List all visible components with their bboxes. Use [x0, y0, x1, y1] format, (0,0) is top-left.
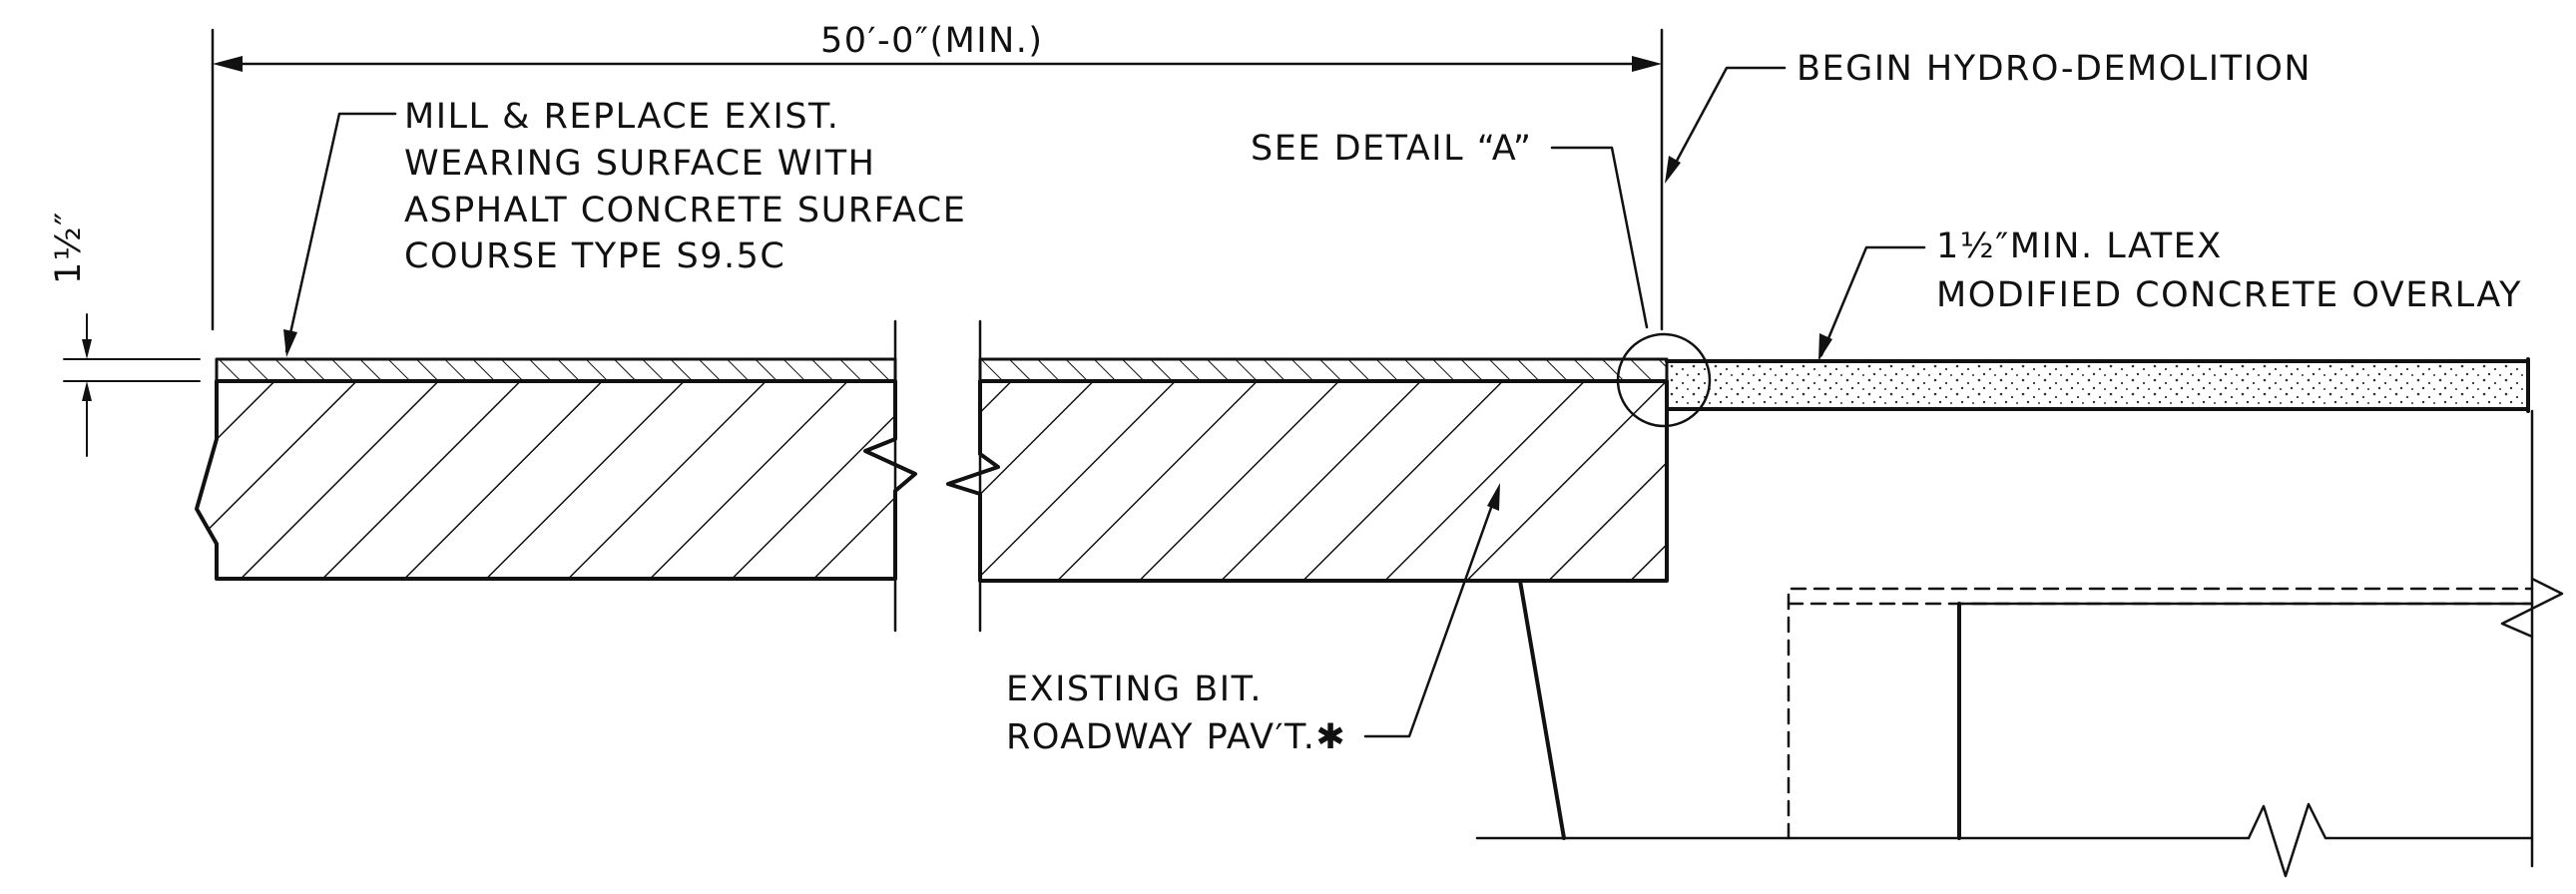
deck-break-line — [2500, 577, 2564, 639]
overlay-note: 1½″MIN. LATEX MODIFIED CONCRETE OVERLAY — [1818, 226, 2522, 361]
pavement-note-leader — [1363, 489, 1499, 738]
dashed-outline-upper — [1787, 587, 2534, 840]
mill-note-leader — [284, 112, 397, 353]
wearing-surface-left — [217, 359, 895, 381]
concrete-overlay — [1665, 357, 2530, 413]
hydro-demolition-note: BEGIN HYDRO-DEMOLITION — [1665, 49, 2312, 184]
ground-break-line — [2247, 802, 2534, 878]
overall-dimension-label: 50′-0″(MIN.) — [820, 21, 1044, 61]
wearing-surface-right — [980, 359, 1667, 381]
overlay-note-line-2: MODIFIED CONCRETE OVERLAY — [1936, 275, 2522, 315]
see-detail-leader — [1550, 146, 1649, 329]
thickness-dimension-label: 1½″ — [49, 211, 89, 284]
right-pavement-section — [946, 319, 1669, 633]
see-detail-note: SEE DETAIL “A” — [1251, 129, 1649, 329]
existing-pavement-note: EXISTING BIT. ROADWAY PAV′T.✱ — [1006, 483, 1500, 757]
overlay-note-arrow — [1818, 333, 1832, 361]
hydro-demolition-arrow — [1665, 156, 1681, 184]
mill-note-line-2: WEARING SURFACE WITH — [404, 144, 875, 184]
approach-slab-edge — [1518, 579, 1566, 840]
existing-pavement-left — [197, 381, 908, 579]
thickness-arrow-bottom — [82, 381, 92, 401]
dimension-arrow-right — [1632, 56, 1662, 72]
mill-note-arrow — [283, 329, 297, 357]
overlay-note-leader — [1819, 245, 1926, 357]
overlay-note-line-1: 1½″MIN. LATEX — [1936, 226, 2223, 266]
existing-pavement-right — [948, 381, 1667, 581]
pavement-note-arrow — [1487, 483, 1500, 511]
mill-note-line-3: ASPHALT CONCRETE SURFACE — [404, 191, 966, 230]
hydro-demolition-label: BEGIN HYDRO-DEMOLITION — [1797, 49, 2312, 89]
overlay-stipple — [1667, 361, 2528, 409]
pavement-note-line-1: EXISTING BIT. — [1006, 670, 1263, 709]
pavement-note-line-2: ROADWAY PAV′T.✱ — [1006, 717, 1346, 757]
detail-a-circle — [1616, 332, 1712, 428]
abutment-structure — [1475, 409, 2564, 878]
thickness-dimension: 1½″ — [49, 211, 201, 457]
overall-dimension: 50′-0″(MIN.) — [211, 21, 1664, 331]
mill-replace-note: MILL & REPLACE EXIST. WEARING SURFACE WI… — [283, 97, 966, 357]
hydro-demolition-leader — [1667, 66, 1787, 178]
left-pavement-section — [195, 319, 917, 633]
mill-note-line-4: COURSE TYPE S9.5C — [404, 236, 785, 276]
dimension-arrow-left — [213, 56, 243, 72]
mill-note-line-1: MILL & REPLACE EXIST. — [404, 97, 839, 137]
thickness-arrow-top — [82, 339, 92, 359]
see-detail-label: SEE DETAIL “A” — [1251, 129, 1533, 169]
